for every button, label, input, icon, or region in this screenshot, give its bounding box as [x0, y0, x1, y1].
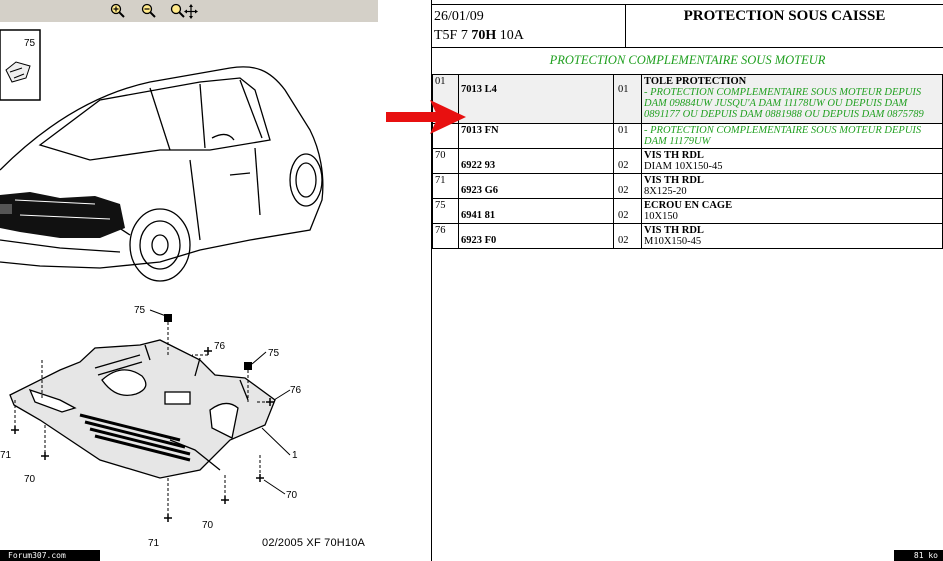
row-index: 70 [432, 148, 459, 174]
callout-numbers: 75 76 75 76 1 70 70 70 71 71 [0, 305, 302, 549]
part-quantity: 02 [613, 148, 642, 174]
part-title: VIS TH RDL [644, 175, 704, 186]
part-reference[interactable]: 6923 F0 [458, 223, 614, 249]
part-quantity-text: 02 [618, 210, 629, 221]
part-reference-text: 6941 81 [461, 210, 496, 221]
part-quantity-text: 01 [618, 84, 629, 95]
callout-76-right: 76 [290, 385, 302, 396]
part-reference-text: 6923 G6 [461, 185, 499, 196]
row-index: 71 [432, 173, 459, 199]
status-left: Forum307.com [0, 550, 100, 561]
undertray-panel [9, 339, 276, 479]
zoom-in-button[interactable] [109, 3, 127, 19]
inset-label: 75 [24, 38, 36, 49]
part-reference[interactable]: 7013 L4 [458, 74, 614, 124]
header-code-bold: 70H [471, 28, 497, 43]
zoom-pan-icon [170, 3, 198, 19]
part-quantity-text: 02 [618, 160, 629, 171]
callout-71-bottom: 71 [148, 538, 160, 549]
part-description: - PROTECTION COMPLEMENTAIRE SOUS MOTEUR … [641, 123, 943, 149]
table-row[interactable]: 75 6941 81 02 ECROU EN CAGE 10X150 [432, 198, 943, 224]
car-illustration [0, 66, 324, 282]
diagram-pane: 75 [0, 0, 430, 561]
parts-list-pane: 26/01/09 T5F 7 70H 10A PROTECTION SOUS C… [432, 0, 943, 548]
part-spec: M10X150-45 [644, 236, 702, 247]
part-quantity: 01 [613, 123, 642, 149]
part-reference-text: 6922 93 [461, 160, 496, 171]
part-title: TOLE PROTECTION [644, 76, 747, 87]
callout-1: 1 [292, 450, 298, 461]
part-reference[interactable]: 7013 FN [458, 123, 614, 149]
part-description: VIS TH RDL 8X125-20 [641, 173, 943, 199]
section-subtitle: PROTECTION COMPLEMENTAIRE SOUS MOTEUR [432, 47, 943, 75]
part-reference-text: 7013 L4 [461, 84, 497, 95]
part-quantity: 02 [613, 173, 642, 199]
red-arrow-icon [386, 100, 466, 134]
part-reference[interactable]: 6941 81 [458, 198, 614, 224]
zoom-pan-button[interactable] [170, 3, 200, 19]
callout-leaders [14, 322, 270, 518]
page-header: 26/01/09 T5F 7 70H 10A PROTECTION SOUS C… [432, 4, 943, 48]
part-description: VIS TH RDL M10X150-45 [641, 223, 943, 249]
part-title: VIS TH RDL [644, 150, 704, 161]
zoom-out-button[interactable] [140, 3, 158, 19]
status-right: 81 ko [894, 550, 943, 561]
callout-76-top: 76 [214, 341, 226, 352]
engine-undershield-highlight [0, 192, 125, 238]
part-quantity-text: 02 [618, 235, 629, 246]
parts-table: 01 7013 L4 01 TOLE PROTECTION - PROTECTI… [432, 74, 943, 249]
exploded-view-diagram: 75 [0, 29, 324, 549]
table-row[interactable]: 70 6922 93 02 VIS TH RDL DIAM 10X150-45 [432, 148, 943, 174]
part-quantity: 01 [613, 74, 642, 124]
header-code: T5F 7 70H 10A [434, 28, 524, 44]
part-reference[interactable]: 6923 G6 [458, 173, 614, 199]
row-index: 75 [432, 198, 459, 224]
callout-71-left: 71 [0, 450, 12, 461]
part-quantity-text: 02 [618, 185, 629, 196]
header-separator [625, 5, 626, 47]
callout-75-top: 75 [134, 305, 146, 316]
part-title: VIS TH RDL [644, 225, 704, 236]
zoom-toolbar [0, 0, 378, 22]
header-date: 26/01/09 [434, 9, 484, 24]
part-spec: DIAM 10X150-45 [644, 161, 723, 172]
part-description: VIS TH RDL DIAM 10X150-45 [641, 148, 943, 174]
part-note: - PROTECTION COMPLEMENTAIRE SOUS MOTEUR … [644, 125, 922, 147]
part-note: - PROTECTION COMPLEMENTAIRE SOUS MOTEUR … [644, 87, 924, 120]
table-row[interactable]: 71 6923 G6 02 VIS TH RDL 8X125-20 [432, 173, 943, 199]
part-reference-text: 6923 F0 [461, 235, 497, 246]
part-spec: 8X125-20 [644, 186, 687, 197]
part-quantity: 02 [613, 223, 642, 249]
header-code-suffix: 10A [496, 28, 524, 43]
fastener-markers [11, 314, 274, 522]
callout-pointers [149, 309, 291, 495]
callout-70-right: 70 [286, 490, 298, 501]
inset-part-75: 75 [0, 29, 41, 101]
diagram-caption: 02/2005 XF 70H10A [262, 537, 366, 549]
page-title: PROTECTION SOUS CAISSE [683, 8, 886, 24]
table-row[interactable]: 7013 FN 01 - PROTECTION COMPLEMENTAIRE S… [432, 123, 943, 149]
header-code-prefix: T5F 7 [434, 28, 472, 43]
zoom-out-icon [141, 3, 156, 18]
part-title: ECROU EN CAGE [644, 200, 733, 211]
part-spec: 10X150 [644, 211, 678, 222]
callout-70-bottom: 70 [202, 520, 214, 531]
zoom-in-icon [110, 3, 125, 18]
part-reference[interactable]: 6922 93 [458, 148, 614, 174]
part-quantity: 02 [613, 198, 642, 224]
part-description: ECROU EN CAGE 10X150 [641, 198, 943, 224]
callout-70-left: 70 [24, 474, 36, 485]
callout-75-right: 75 [268, 348, 280, 359]
part-description: TOLE PROTECTION - PROTECTION COMPLEMENTA… [641, 74, 943, 124]
table-row[interactable]: 01 7013 L4 01 TOLE PROTECTION - PROTECTI… [432, 74, 943, 124]
pane-divider[interactable] [431, 0, 432, 561]
row-index: 76 [432, 223, 459, 249]
table-row[interactable]: 76 6923 F0 02 VIS TH RDL M10X150-45 [432, 223, 943, 249]
